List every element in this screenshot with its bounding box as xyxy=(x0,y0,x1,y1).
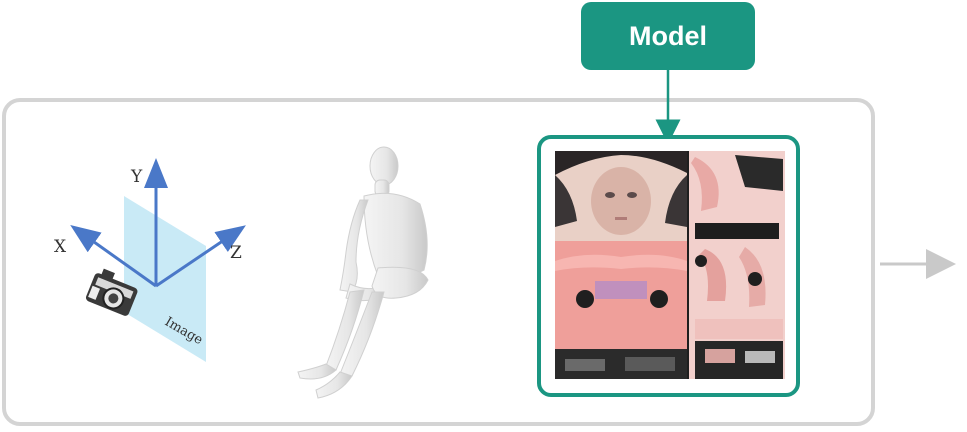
model-label: Model xyxy=(629,20,707,51)
z-axis-label: Z xyxy=(230,243,242,263)
x-axis-label: X xyxy=(54,237,67,257)
uv-texture-map xyxy=(555,151,785,379)
x-axis xyxy=(70,225,157,288)
model-box: Model xyxy=(581,2,755,70)
camera-coordinate-diagram: Y X Z Image xyxy=(54,158,246,362)
camera-icon xyxy=(85,268,138,316)
z-axis xyxy=(155,225,246,288)
uv-texture-image xyxy=(555,151,785,379)
y-axis-label: Y xyxy=(130,167,143,187)
human-mesh-figure xyxy=(297,146,429,399)
